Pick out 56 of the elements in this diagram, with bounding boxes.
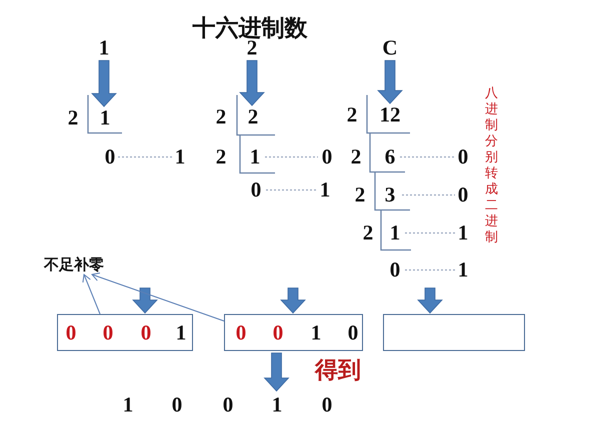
digit: 0 (66, 322, 76, 343)
arrow (92, 272, 224, 322)
digit: 0 (272, 322, 284, 343)
division-number: 2 (362, 222, 374, 244)
division-number: 6 (384, 146, 396, 168)
digit: 1 (176, 322, 186, 343)
hex-digit: C (382, 38, 398, 58)
block-arrow (280, 288, 306, 314)
dividend: 1 (100, 108, 110, 128)
division-number: 1 (458, 260, 468, 280)
result-text: 得到 (315, 358, 361, 382)
division-number: 0 (104, 146, 116, 168)
division-number: 1 (320, 180, 330, 200)
digit: 0 (236, 322, 246, 343)
hex-digit: 2 (246, 38, 258, 58)
digit: 1 (310, 322, 322, 343)
note-text: 八进制分别转成二进制 (485, 85, 499, 245)
division-number: 2 (68, 108, 78, 128)
division-number: 2 (216, 146, 226, 168)
title: 十六进制数 (192, 16, 308, 40)
digit: 0 (222, 394, 234, 416)
digit: 0 (102, 322, 114, 343)
block-arrow (239, 60, 265, 106)
arrow (82, 274, 100, 314)
division-number: 0 (250, 180, 262, 200)
division-number: 1 (250, 146, 260, 168)
division-number: 2 (346, 104, 358, 126)
division-number: 1 (174, 146, 186, 168)
digit: 1 (272, 394, 282, 416)
division-number: 1 (458, 222, 468, 244)
division-number: 0 (390, 260, 400, 280)
block-arrow (91, 60, 117, 108)
digit-box (224, 314, 363, 351)
hex-digit: 1 (98, 38, 110, 58)
division-number: 2 (216, 106, 226, 128)
note-text: 不足补零 (44, 258, 104, 274)
digit: 0 (140, 322, 152, 343)
dividend: 12 (380, 104, 400, 126)
digit: 0 (322, 394, 332, 416)
block-arrow (132, 288, 158, 314)
division-number: 2 (354, 184, 366, 206)
digit-box (57, 314, 193, 351)
division-number: 1 (390, 222, 400, 244)
division-number: 3 (384, 184, 396, 206)
dividend: 2 (248, 106, 258, 128)
block-arrow (417, 288, 443, 314)
division-number: 2 (350, 146, 362, 168)
block-arrow (377, 60, 403, 104)
digit: 0 (172, 394, 182, 416)
division-number: 0 (322, 146, 332, 168)
digit: 0 (348, 322, 358, 343)
division-number: 0 (458, 184, 468, 206)
digit-box (383, 314, 525, 351)
digit: 1 (122, 394, 134, 416)
division-number: 0 (458, 146, 468, 168)
block-arrow (264, 352, 290, 392)
